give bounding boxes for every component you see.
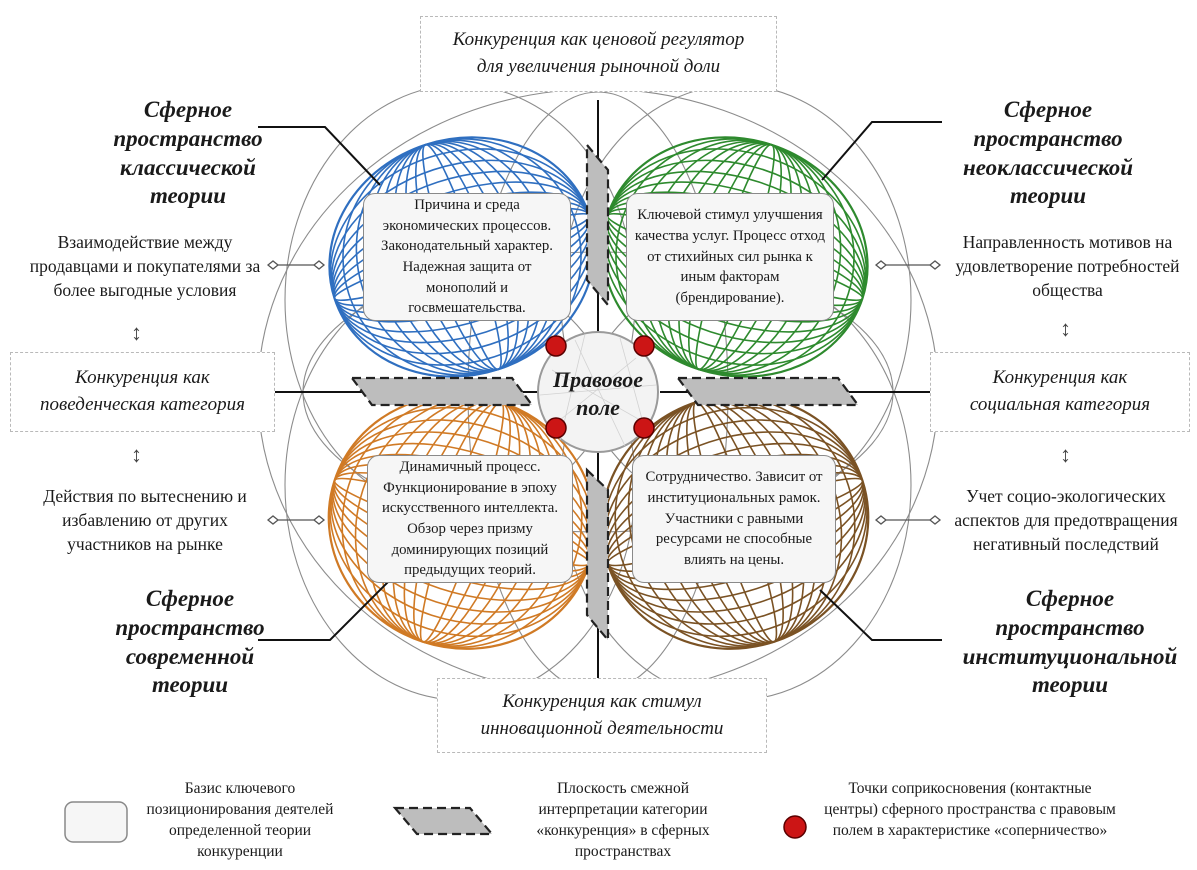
note-right-top: Направленность мотивов на удовлетворение… [955,232,1180,301]
legend-graphics [64,801,807,843]
box-neoclassical: Ключевой стимул улучшения качества услуг… [626,193,834,321]
double-arrow-right-bottom: ↕ [1060,442,1071,467]
statement-left: Конкуренция как поведенческая категория [10,352,275,432]
box-classical-text: Причина и среда экономических процессов.… [381,196,553,317]
box-modern: Динамичный процесс. Функционирование в э… [367,455,573,583]
contact-point-top-right [633,335,655,357]
statement-bottom: Конкуренция как стимул инновационной дея… [437,678,767,753]
box-institutional: Сотрудничество. Зависит от институционал… [632,455,836,583]
plane-top [585,141,610,309]
legend-plane-swatch [392,806,495,836]
interpretation-planes [349,141,861,644]
plane-bottom [585,467,610,644]
side-connectors [266,260,942,525]
title-classical: Сферное пространство классической теории [113,97,263,209]
legend-box-swatch [64,801,128,843]
legend-contact-swatch [783,815,807,839]
statement-top: Конкуренция как ценовой регулятор для ув… [420,16,777,92]
statement-right: Конкуренция как социальная категория [930,352,1190,432]
box-neoclassical-text: Ключевой стимул улучшения качества услуг… [634,207,826,307]
note-left-top: Взаимодействие между продавцами и покупа… [29,232,261,301]
statement-bottom-text: Конкуренция как стимул инновационной дея… [480,690,724,739]
contact-point-top-left [545,335,567,357]
title-institutional: Сферное пространство институциональной т… [962,586,1178,698]
legal-field-label: Правовое поле [553,367,643,420]
double-arrow-left-top: ↕ [131,320,142,345]
statement-left-text: Конкуренция как поведенческая категория [40,367,245,415]
double-arrow-left-bottom: ↕ [131,442,142,467]
leader-lines [258,121,942,641]
contact-point-bottom-left [545,417,567,439]
plane-right [675,376,861,407]
legend-text-3: Точки соприкосновения (контактные центры… [824,780,1116,840]
title-neoclassical: Сферное пространство неоклассической тео… [962,97,1134,209]
box-classical: Причина и среда экономических процессов.… [363,193,571,321]
box-institutional-text: Сотрудничество. Зависит от институционал… [645,469,823,569]
legal-field-sphere [537,331,659,453]
legend-text-1: Базис ключевого позиционирования деятеле… [146,780,334,861]
contact-points [545,335,655,439]
box-modern-text: Динамичный процесс. Функционирование в э… [381,458,559,579]
legend-text-2: Плоскость смежной интерпретации категори… [536,780,710,861]
note-right-bottom: Учет социо-экологических аспектов для пр… [954,486,1178,555]
note-left-bottom: Действия по вытеснению и избавлению от д… [43,486,247,555]
statement-right-text: Конкуренция как социальная категория [969,367,1151,415]
statement-top-text: Конкуренция как ценовой регулятор для ув… [452,29,745,77]
contact-point-bottom-right [633,417,655,439]
title-modern: Сферное пространство современной теории [115,586,265,698]
double-arrow-right-top: ↕ [1060,316,1071,341]
plane-left [349,376,535,407]
